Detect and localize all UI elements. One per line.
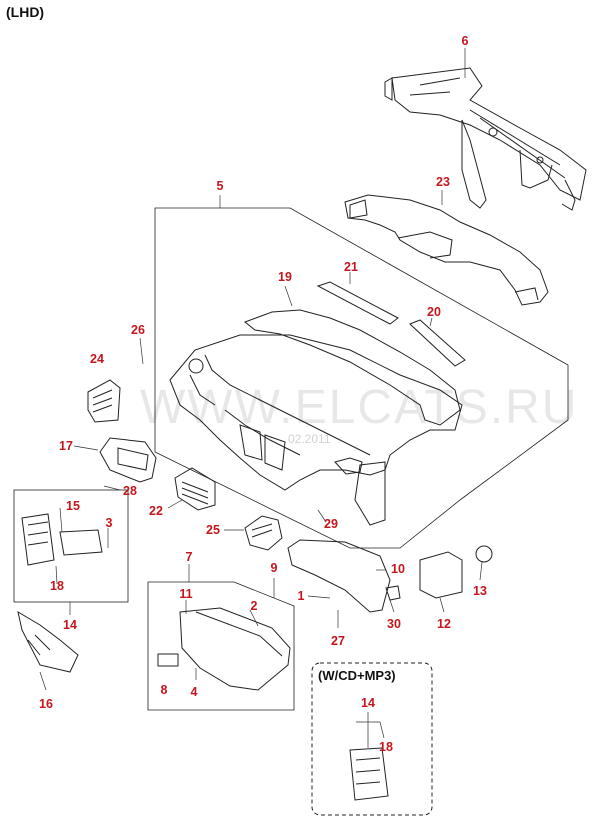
crash-pad [169, 334, 463, 526]
callout-part-30[interactable]: 30 [387, 617, 401, 631]
callout-part-23[interactable]: 23 [436, 175, 450, 189]
side-garnish-21 [316, 281, 399, 325]
callout-part-4[interactable]: 4 [190, 685, 198, 699]
lower-fascia-16 [17, 610, 79, 673]
callout-part-24[interactable]: 24 [90, 352, 104, 366]
callout-part-20[interactable]: 20 [427, 305, 441, 319]
callout-part-1[interactable]: 1 [297, 589, 305, 603]
audio-assembly-box [13, 489, 129, 603]
side-garnish-20 [409, 319, 466, 367]
center-vent-22 [174, 467, 216, 511]
callout-part-12[interactable]: 12 [437, 617, 451, 631]
callout-part-14[interactable]: 14 [63, 618, 77, 632]
callout-part-19[interactable]: 19 [278, 270, 292, 284]
callout-part-25[interactable]: 25 [206, 523, 220, 537]
audio-bracket-15 [59, 529, 103, 556]
callout-part-17[interactable]: 17 [59, 439, 73, 453]
audio-head-unit [21, 513, 55, 566]
callout-part-5[interactable]: 5 [216, 179, 224, 193]
callout-part-13[interactable]: 13 [473, 584, 487, 598]
callout-part-18[interactable]: 18 [50, 579, 64, 593]
callout-part-16[interactable]: 16 [39, 697, 53, 711]
watermark: WWW.ELCATS.RU [140, 381, 579, 434]
watermark-date: 02.2011 [288, 432, 331, 446]
cross-car-beam [384, 67, 587, 211]
label-8 [157, 653, 179, 667]
glove-box-assembly-box [147, 581, 295, 711]
cd-mp3-variant-box [311, 662, 433, 816]
callout-part-14b[interactable]: 14 [361, 696, 375, 710]
glove-box [179, 607, 291, 691]
air-duct [344, 194, 549, 306]
passenger-airbag [419, 551, 463, 599]
callout-part-10[interactable]: 10 [391, 562, 405, 576]
cd-mp3-group-label: (W/CD+MP3) [318, 668, 396, 683]
callout-part-18b[interactable]: 18 [379, 740, 393, 754]
callout-part-11[interactable]: 11 [179, 587, 193, 601]
cd-mp3-fascia [349, 747, 389, 801]
callout-part-3[interactable]: 3 [105, 516, 113, 530]
bracket-30 [385, 585, 401, 601]
defroster-grille [243, 309, 461, 426]
drive-side-label: (LHD) [6, 4, 45, 20]
lower-panel-10 [287, 539, 391, 613]
callout-part-21[interactable]: 21 [344, 260, 358, 274]
callout-part-7[interactable]: 7 [185, 550, 193, 564]
cluster-fascia [99, 437, 157, 483]
assembly-5-boundary [154, 207, 569, 549]
callout-part-29[interactable]: 29 [324, 517, 338, 531]
leader-lines [39, 48, 483, 748]
callout-part-27[interactable]: 27 [331, 634, 345, 648]
side-vent-24 [87, 379, 121, 423]
callout-part-28[interactable]: 28 [123, 484, 137, 498]
callout-part-22[interactable]: 22 [149, 504, 163, 518]
callout-part-2[interactable]: 2 [250, 599, 258, 613]
callout-part-9[interactable]: 9 [270, 561, 278, 575]
callout-part-6[interactable]: 6 [461, 34, 469, 48]
center-vent-25 [244, 515, 283, 551]
callout-part-26[interactable]: 26 [131, 323, 145, 337]
clip-13 [475, 545, 493, 563]
callout-part-15[interactable]: 15 [66, 499, 80, 513]
callout-part-8[interactable]: 8 [160, 683, 168, 697]
